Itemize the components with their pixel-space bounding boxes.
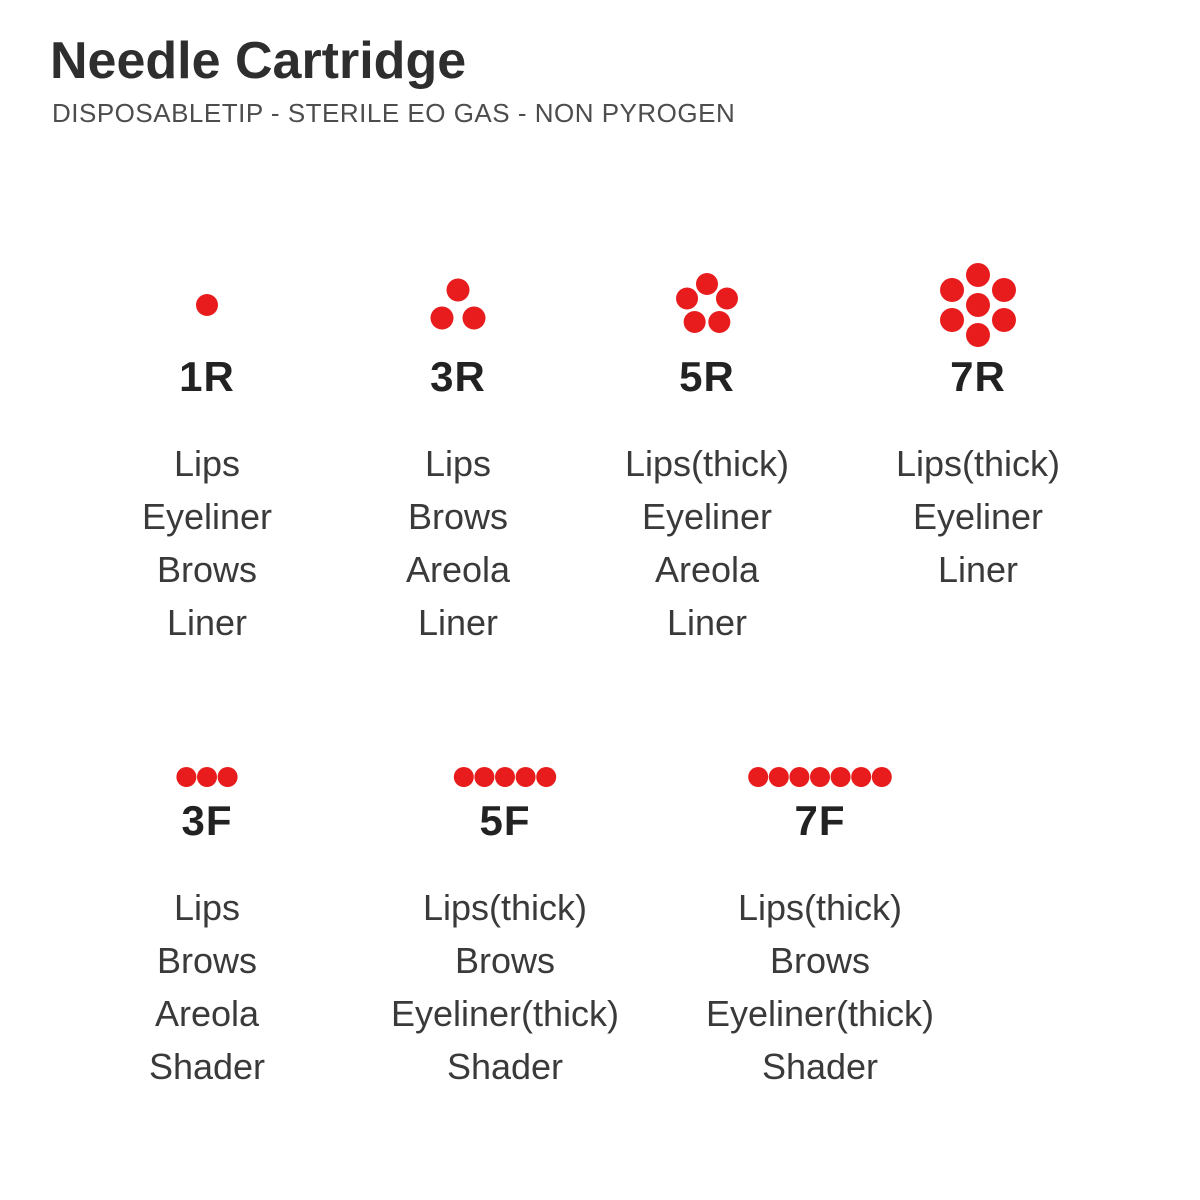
use-item: Shader	[446, 1046, 564, 1087]
use-item: Brows	[407, 496, 509, 537]
use-item: Eyeliner(thick)	[705, 993, 935, 1034]
use-item: Liner	[937, 549, 1019, 590]
use-item: Lips(thick)	[895, 443, 1061, 484]
use-item: Eyeliner	[912, 496, 1044, 537]
use-item: Brows	[156, 940, 258, 981]
cartridge-code: 7R	[950, 353, 1006, 400]
needle-pattern-7f-icon	[670, 755, 970, 799]
page-title: Needle Cartridge	[50, 32, 467, 90]
use-item: Lips(thick)	[737, 887, 903, 928]
use-item: Liner	[666, 602, 748, 643]
needle-pattern-5f-icon	[355, 755, 655, 799]
use-item: Eyeliner	[141, 496, 273, 537]
cartridge-code: 7F	[794, 797, 846, 844]
use-item: Areola	[154, 993, 260, 1034]
cartridge-code: 1R	[179, 353, 235, 400]
use-item: Brows	[454, 940, 556, 981]
page-subtitle: DISPOSABLETIP - STERILE EO GAS - NON PYR…	[52, 98, 736, 128]
use-item: Areola	[654, 549, 760, 590]
needle-pattern-1r-icon	[77, 255, 337, 355]
cartridge-code: 5R	[679, 353, 735, 400]
use-item: Lips	[173, 887, 241, 928]
use-item: Eyeliner(thick)	[390, 993, 620, 1034]
use-item: Shader	[148, 1046, 266, 1087]
use-item: Eyeliner	[641, 496, 773, 537]
use-item: Lips(thick)	[624, 443, 790, 484]
use-item: Lips	[424, 443, 492, 484]
header: Needle Cartridge DISPOSABLETIP - STERILE…	[50, 30, 735, 128]
needle-pattern-3f-icon	[57, 755, 357, 799]
cartridge-code: 3F	[181, 797, 233, 844]
cartridge-code: 5F	[479, 797, 531, 844]
use-item: Shader	[761, 1046, 879, 1087]
use-item: Liner	[166, 602, 248, 643]
use-item: Brows	[156, 549, 258, 590]
use-item: Lips	[173, 443, 241, 484]
use-item: Brows	[769, 940, 871, 981]
needle-pattern-3r-icon	[328, 255, 588, 355]
use-item: Areola	[405, 549, 511, 590]
use-item: Lips(thick)	[422, 887, 588, 928]
needle-pattern-5r-icon	[577, 255, 837, 355]
cartridge-code: 3R	[430, 353, 486, 400]
needle-pattern-7r-icon	[848, 255, 1108, 355]
use-item: Liner	[417, 602, 499, 643]
